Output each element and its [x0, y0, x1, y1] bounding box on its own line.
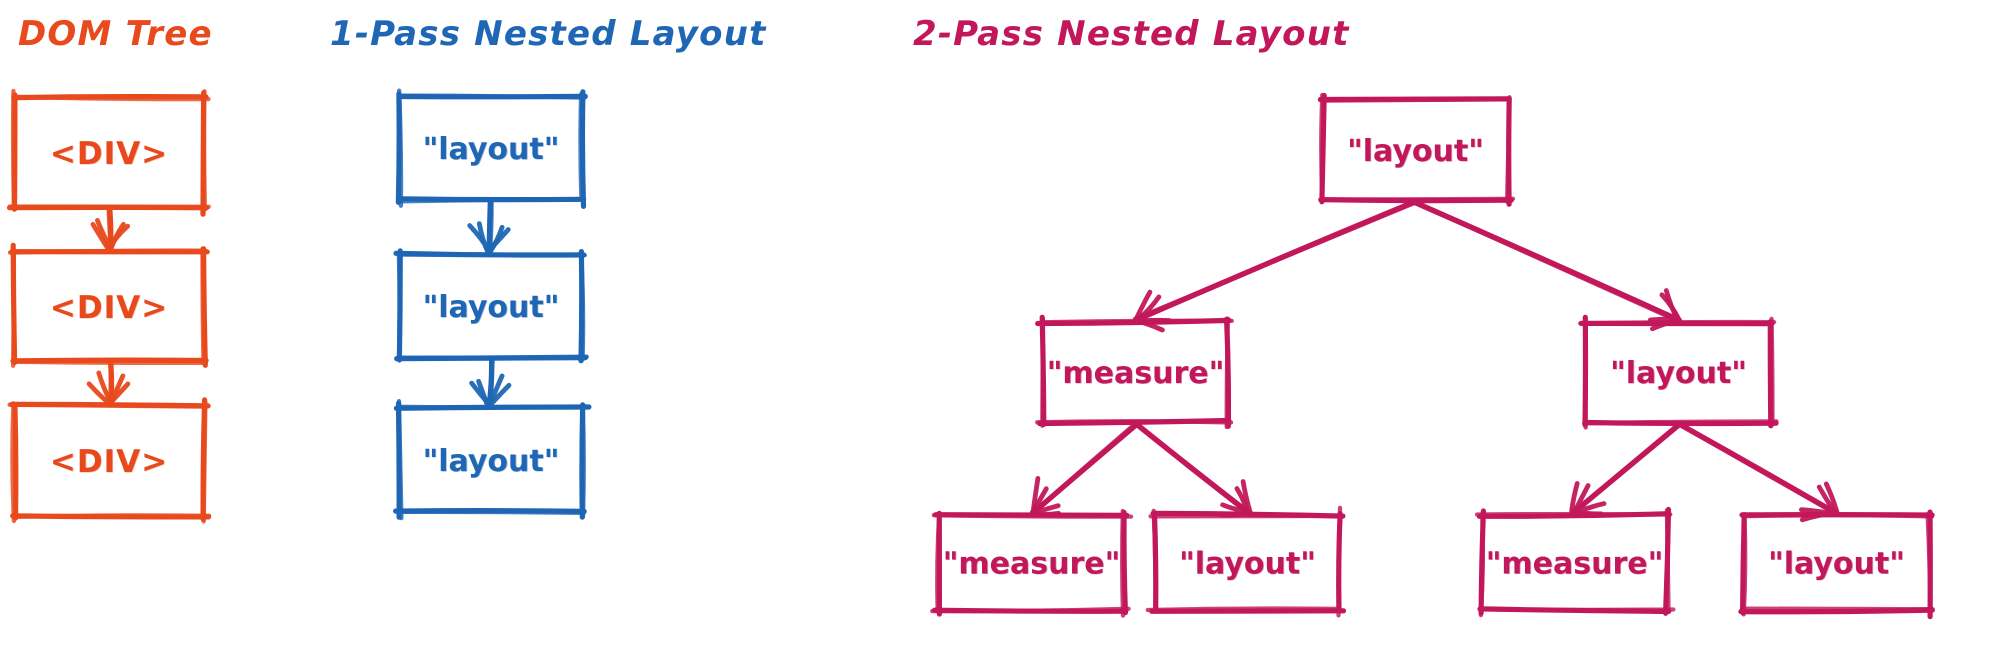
node-box[interactable]: "measure""measure"	[1474, 506, 1676, 618]
node-box[interactable]: <DIV><DIV>	[7, 242, 210, 368]
edge-arrow	[1676, 421, 1840, 523]
node-label-ink-echo: "layout"	[423, 291, 560, 326]
panel-title: 2-Pass Nested Layout	[913, 14, 1350, 54]
dom-tree-title-group: DOM Tree	[18, 14, 213, 54]
node-box[interactable]: "layout""layout"	[395, 88, 588, 209]
node-label-ink-echo: <DIV>	[51, 445, 169, 481]
node-box[interactable]: <DIV><DIV>	[6, 88, 211, 217]
node-label-ink-echo: "layout"	[1611, 357, 1748, 392]
two-pass-nested-layout-title-group: 2-Pass Nested Layout	[913, 14, 1350, 54]
node-box[interactable]: "layout""layout"	[1578, 314, 1779, 430]
node-label: "layout"	[1347, 134, 1484, 169]
edge-arrow	[1132, 199, 1418, 333]
node-label: "layout"	[1768, 547, 1905, 582]
edge-arrow	[1029, 420, 1140, 518]
node-box[interactable]: "layout""layout"	[1738, 509, 1935, 620]
edge-arrow	[86, 361, 131, 408]
node-label: "layout"	[1610, 356, 1747, 391]
node-label: <DIV>	[50, 136, 168, 172]
node-label: <DIV>	[50, 290, 168, 326]
node-box[interactable]: "layout""layout"	[1317, 92, 1516, 207]
two-pass-nested-layout-edges	[1029, 199, 1840, 523]
edge-arrow	[90, 207, 131, 254]
node-label-ink-echo: "measure"	[944, 547, 1121, 582]
node-box[interactable]: "layout""layout"	[1145, 505, 1347, 618]
node-box[interactable]: "layout""layout"	[393, 248, 589, 364]
node-label: "layout"	[423, 290, 560, 325]
edge-arrow	[469, 357, 512, 410]
dom-tree-nodes: <DIV><DIV><DIV><DIV><DIV><DIV>	[6, 88, 212, 524]
node-label-ink-echo: "layout"	[1769, 547, 1906, 582]
one-pass-nested-layout-nodes: "layout""layout""layout""layout""layout"…	[393, 88, 592, 521]
one-pass-nested-layout-title-group: 1-Pass Nested Layout	[330, 14, 767, 54]
node-label: "layout"	[1179, 547, 1316, 582]
node-label-ink-echo: "measure"	[1048, 357, 1225, 392]
node-label: "measure"	[943, 547, 1120, 582]
node-label-ink-echo: "layout"	[423, 445, 560, 480]
node-label: "measure"	[1486, 547, 1663, 582]
edge-arrow	[1133, 421, 1253, 518]
node-box[interactable]: <DIV><DIV>	[7, 397, 212, 524]
node-label: "measure"	[1047, 356, 1224, 391]
node-label: <DIV>	[50, 444, 168, 480]
node-box[interactable]: "layout""layout"	[393, 399, 592, 521]
node-label-ink-echo: <DIV>	[51, 137, 169, 173]
panel-two-pass-nested-layout: 2-Pass Nested Layout"layout""layout""mea…	[913, 14, 1935, 620]
node-label-ink-echo: "layout"	[1180, 547, 1317, 582]
node-label-ink-echo: "layout"	[423, 133, 560, 168]
node-box[interactable]: "measure""measure"	[930, 508, 1134, 618]
node-label-ink-echo: <DIV>	[51, 291, 169, 327]
two-pass-nested-layout-nodes: "layout""layout""measure""measure""layou…	[930, 92, 1935, 620]
panel-dom-tree: DOM Tree<DIV><DIV><DIV><DIV><DIV><DIV>	[6, 14, 213, 524]
panel-one-pass-nested-layout: 1-Pass Nested Layout"layout""layout""lay…	[330, 14, 767, 521]
node-label-ink-echo: "measure"	[1487, 547, 1664, 582]
edge-arrow	[1411, 199, 1682, 332]
node-label: "layout"	[423, 132, 560, 167]
node-box[interactable]: "measure""measure"	[1035, 314, 1234, 430]
edge-arrow	[1569, 421, 1683, 517]
panel-title: DOM Tree	[18, 14, 213, 54]
node-label: "layout"	[423, 444, 560, 479]
edge-arrow	[467, 199, 511, 256]
node-label-ink-echo: "layout"	[1348, 135, 1485, 170]
panel-title: 1-Pass Nested Layout	[330, 14, 767, 54]
